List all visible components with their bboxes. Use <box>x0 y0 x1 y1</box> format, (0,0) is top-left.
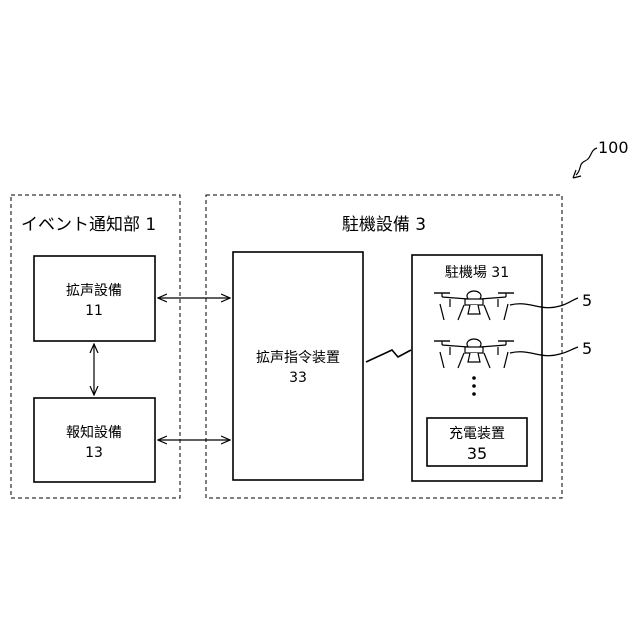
charging-device-ref: 35 <box>467 444 487 463</box>
notification-equipment-ref: 13 <box>85 445 103 461</box>
loudspeaker-equipment-name: 拡声設備 <box>66 283 122 299</box>
port-facility-title: 駐機設備 3 <box>342 215 426 235</box>
event-notification-unit-title: イベント通知部 1 <box>21 215 156 235</box>
charging-device-name: 充電装置 <box>449 426 505 442</box>
drone-ref-label: 5 <box>582 291 592 310</box>
loudspeaker-command-device-box <box>233 252 363 480</box>
notification-equipment-name: 報知設備 <box>66 424 122 441</box>
wireless-link <box>366 350 411 362</box>
ellipsis-dot <box>472 392 476 396</box>
drone-ref-label: 5 <box>582 339 592 358</box>
loudspeaker-command-device-ref: 33 <box>289 370 307 386</box>
drone-port-title: 駐機場 31 <box>445 265 509 281</box>
system-ref-label: 100 <box>598 138 629 157</box>
loudspeaker-equipment-ref: 11 <box>85 303 103 319</box>
ellipsis-dot <box>472 384 476 388</box>
loudspeaker-command-device-name: 拡声指令装置 <box>256 350 340 366</box>
system-ref-leader <box>576 148 597 175</box>
ellipsis-dot <box>472 376 476 380</box>
